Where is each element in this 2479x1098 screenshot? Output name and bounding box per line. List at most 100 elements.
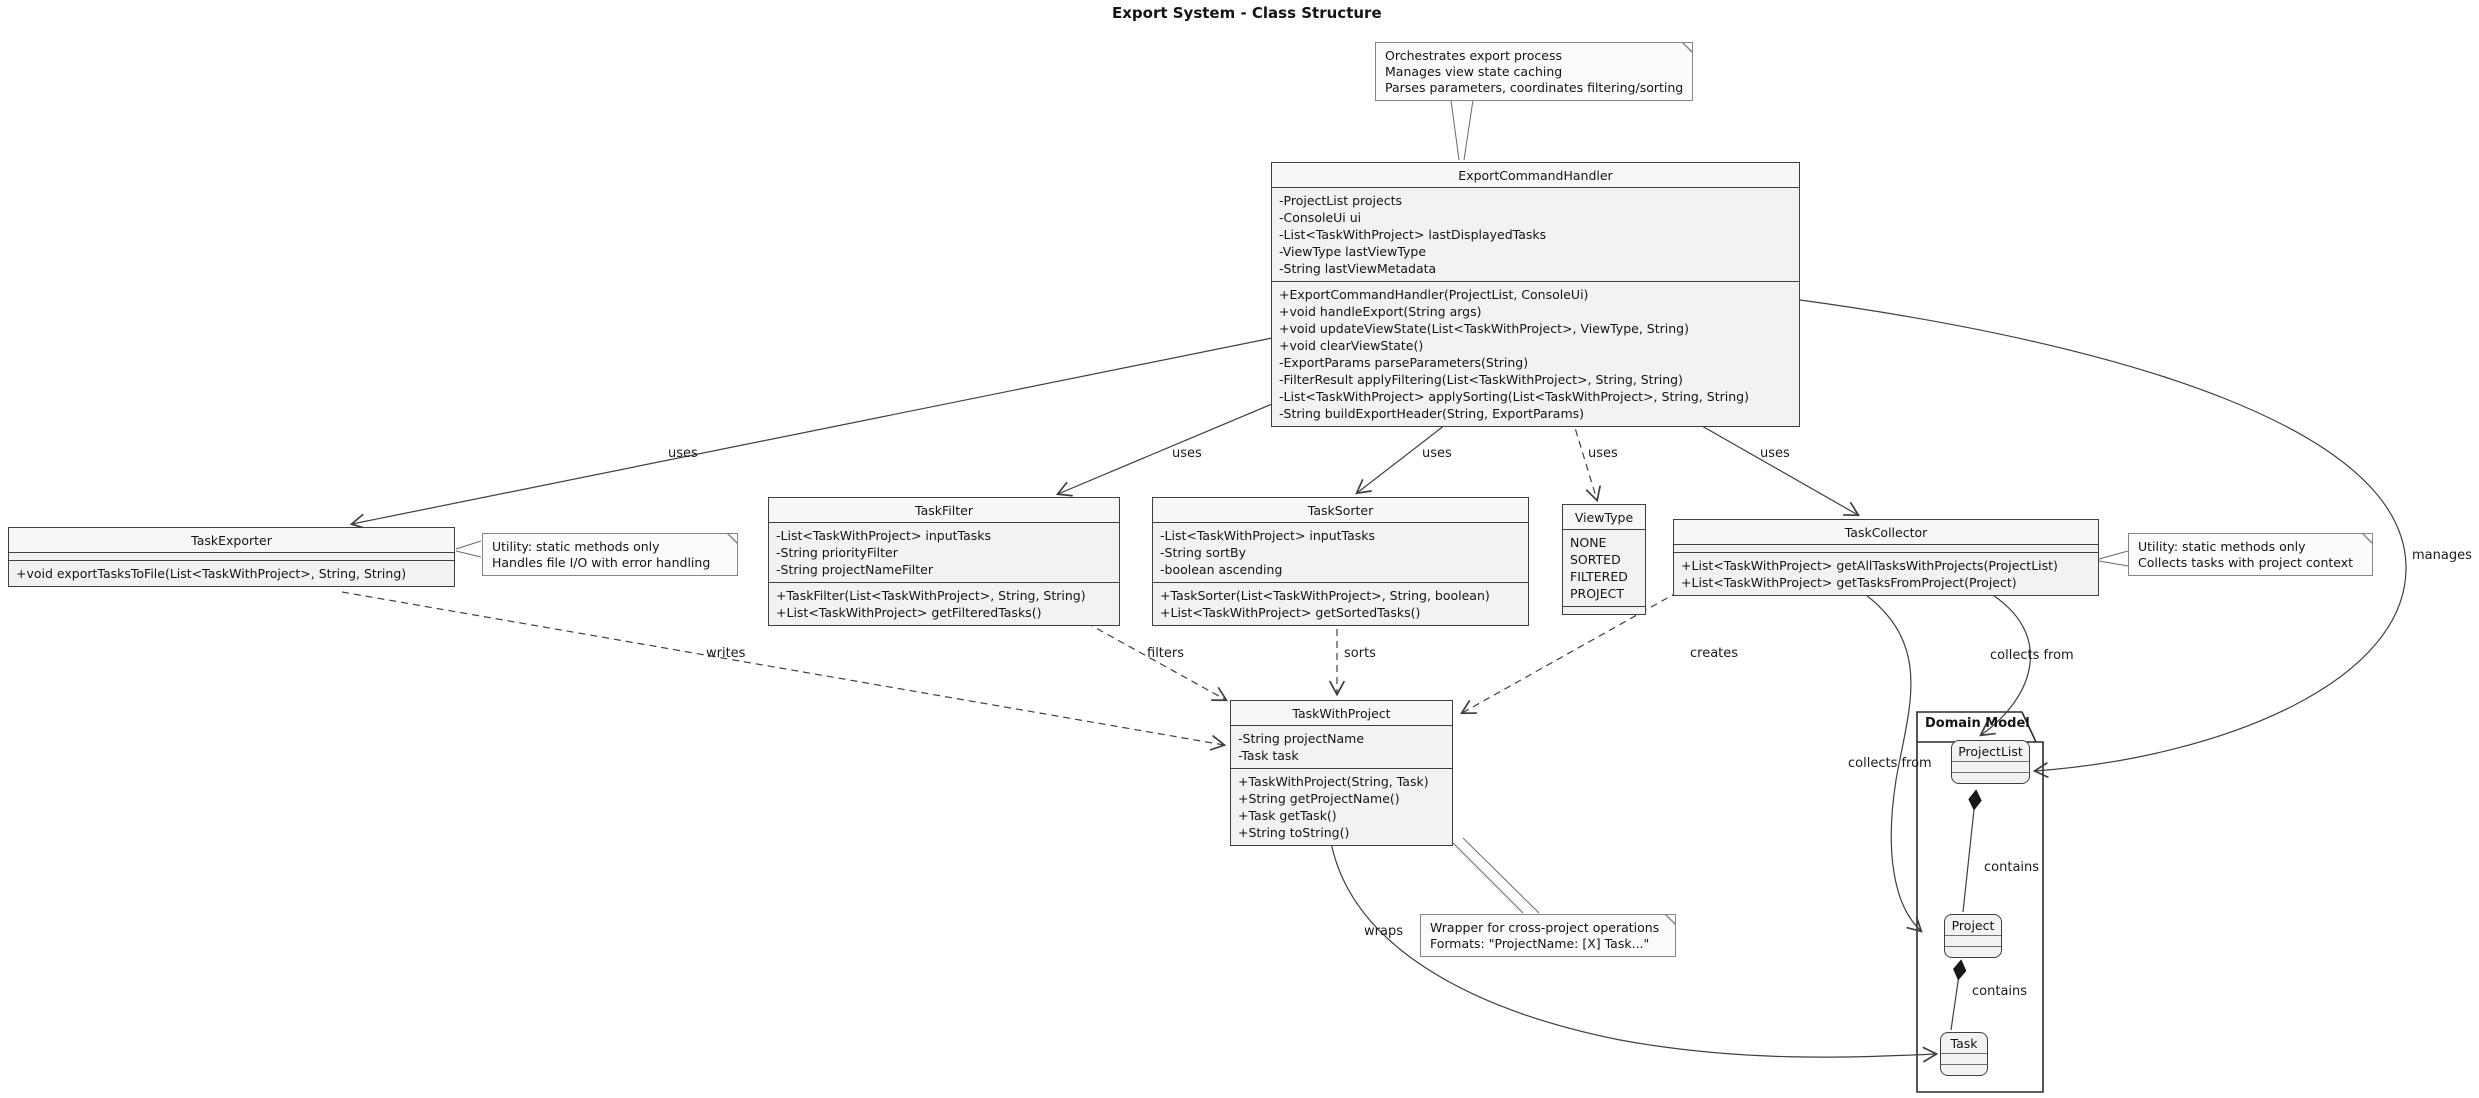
methods-compartment: +void exportTasksToFile(List<TaskWithPro…: [9, 561, 454, 586]
note-line: Utility: static methods only: [492, 539, 660, 554]
class-name: TaskExporter: [9, 528, 454, 553]
method-line: +ExportCommandHandler(ProjectList, Conso…: [1279, 287, 1589, 302]
note-collector: Utility: static methods only Collects ta…: [2128, 533, 2373, 576]
note-exporter: Utility: static methods only Handles fil…: [482, 533, 738, 576]
note-fold-icon: [1662, 915, 1675, 928]
edge-label-sorts: sorts: [1344, 646, 1376, 661]
class-taskexporter: TaskExporter +void exportTasksToFile(Lis…: [8, 527, 455, 587]
field-line: -List<TaskWithProject> lastDisplayedTask…: [1279, 227, 1547, 242]
class-project: Project: [1944, 914, 2002, 958]
class-name: TaskFilter: [769, 498, 1119, 523]
class-taskwithproject: TaskWithProject -String projectName -Tas…: [1230, 700, 1453, 846]
field-line: -ConsoleUi ui: [1279, 210, 1362, 225]
class-name: Project: [1951, 918, 1995, 933]
note-line: Wrapper for cross-project operations: [1430, 920, 1660, 935]
fields-compartment: [9, 553, 454, 561]
method-line: +String toString(): [1238, 825, 1350, 840]
method-line: +void exportTasksToFile(List<TaskWithPro…: [16, 566, 407, 581]
edge-label-uses: uses: [1588, 446, 1618, 461]
class-name: TaskSorter: [1153, 498, 1528, 523]
field-line: -Task task: [1238, 748, 1299, 763]
field-line: -String sortBy: [1160, 545, 1246, 560]
method-line: +String getProjectName(): [1238, 791, 1400, 806]
empty-compartment: [1941, 1053, 1987, 1064]
empty-compartment: [1945, 935, 2001, 946]
edge-label-writes: writes: [706, 646, 746, 661]
note-line: Parses parameters, coordinates filtering…: [1385, 80, 1684, 95]
class-tasksorter: TaskSorter -List<TaskWithProject> inputT…: [1152, 497, 1529, 626]
note-wrapper: Wrapper for cross-project operations For…: [1420, 914, 1676, 957]
edge-manages-projectlist: [1799, 299, 2407, 779]
edge-label-uses: uses: [1422, 446, 1452, 461]
package-name: Domain Model: [1925, 716, 2030, 731]
field-line: -List<TaskWithProject> inputTasks: [776, 528, 992, 543]
note-line: Orchestrates export process: [1385, 48, 1562, 63]
edge-label-creates: creates: [1690, 646, 1739, 661]
method-line: +TaskSorter(List<TaskWithProject>, Strin…: [1160, 588, 1490, 603]
method-line: -String buildExportHeader(String, Export…: [1279, 406, 1585, 421]
class-task: Task: [1940, 1032, 1988, 1076]
class-name: ProjectList: [1958, 744, 2023, 759]
field-line: -String projectName: [1238, 731, 1365, 746]
note-handler: Orchestrates export process Manages view…: [1375, 42, 1693, 101]
field-line: -List<TaskWithProject> inputTasks: [1160, 528, 1376, 543]
edge-uses-tasksorter: [1355, 417, 1455, 495]
methods-compartment: +TaskFilter(List<TaskWithProject>, Strin…: [769, 583, 1119, 625]
note-fold-icon: [724, 534, 737, 547]
method-line: +List<TaskWithProject> getAllTasksWithPr…: [1681, 558, 2058, 573]
empty-compartment: [1941, 1064, 1987, 1075]
methods-compartment: +TaskSorter(List<TaskWithProject>, Strin…: [1153, 583, 1528, 625]
empty-compartment: [1945, 946, 2001, 957]
method-line: -ExportParams parseParameters(String): [1279, 355, 1529, 370]
method-line: +List<TaskWithProject> getFilteredTasks(…: [776, 605, 1042, 620]
enum-values-compartment: NONE SORTED FILTERED PROJECT: [1563, 530, 1645, 607]
edge-label-contains: contains: [1984, 860, 2040, 875]
enum-value: SORTED: [1570, 552, 1621, 567]
enum-name: ViewType: [1563, 505, 1645, 530]
edge-writes: [341, 591, 1227, 751]
edge-filters: [1075, 616, 1229, 702]
method-line: +TaskFilter(List<TaskWithProject>, Strin…: [776, 588, 1086, 603]
field-line: -String lastViewMetadata: [1279, 261, 1437, 276]
method-line: +TaskWithProject(String, Task): [1238, 774, 1429, 789]
fields-compartment: [1674, 545, 2098, 553]
methods-compartment: +List<TaskWithProject> getAllTasksWithPr…: [1674, 553, 2098, 595]
note-line: Collects tasks with project context: [2138, 555, 2354, 570]
methods-compartment: +ExportCommandHandler(ProjectList, Conso…: [1272, 282, 1799, 426]
edge-uses-taskcollector: [1687, 417, 1861, 517]
enum-viewtype: ViewType NONE SORTED FILTERED PROJECT: [1562, 504, 1646, 615]
edge-label-contains: contains: [1972, 984, 2028, 999]
fields-compartment: -List<TaskWithProject> inputTasks -Strin…: [769, 523, 1119, 583]
method-line: +void updateViewState(List<TaskWithProje…: [1279, 321, 1689, 336]
method-line: +void handleExport(String args): [1279, 304, 1482, 319]
class-projectlist: ProjectList: [1951, 740, 2030, 784]
note-line: Utility: static methods only: [2138, 539, 2306, 554]
method-line: +List<TaskWithProject> getSortedTasks(): [1160, 605, 1421, 620]
class-name: Task: [1950, 1036, 1978, 1051]
edge-label-uses: uses: [1760, 446, 1790, 461]
edge-collectsfrom-projectlist: [1979, 591, 2031, 737]
class-name: TaskWithProject: [1231, 701, 1452, 726]
field-line: -String priorityFilter: [776, 545, 898, 560]
methods-compartment: +TaskWithProject(String, Task) +String g…: [1231, 769, 1452, 845]
note-fold-icon: [1679, 43, 1692, 56]
method-line: -List<TaskWithProject> applySorting(List…: [1279, 389, 1749, 404]
edge-contains-project-task: [1950, 959, 1967, 1031]
edge-label-collects-from: collects from: [1848, 756, 1932, 771]
edge-label-uses: uses: [1172, 446, 1202, 461]
edge-label-filters: filters: [1147, 646, 1185, 661]
edge-label-collects-from: collects from: [1990, 648, 2074, 663]
edge-uses-viewtype: [1571, 417, 1602, 503]
diagram-title: Export System - Class Structure: [1112, 4, 1382, 22]
edge-label-uses: uses: [668, 446, 698, 461]
class-taskcollector: TaskCollector +List<TaskWithProject> get…: [1673, 519, 2099, 596]
empty-compartment: [1952, 772, 2029, 783]
edge-uses-taskexporter: [349, 337, 1273, 530]
methods-compartment: [1563, 607, 1645, 614]
enum-value: PROJECT: [1570, 586, 1625, 601]
class-exportcommandhandler: ExportCommandHandler -ProjectList projec…: [1271, 162, 1800, 427]
edge-contains-projectlist-project: [1962, 789, 1982, 913]
class-taskfilter: TaskFilter -List<TaskWithProject> inputT…: [768, 497, 1120, 626]
